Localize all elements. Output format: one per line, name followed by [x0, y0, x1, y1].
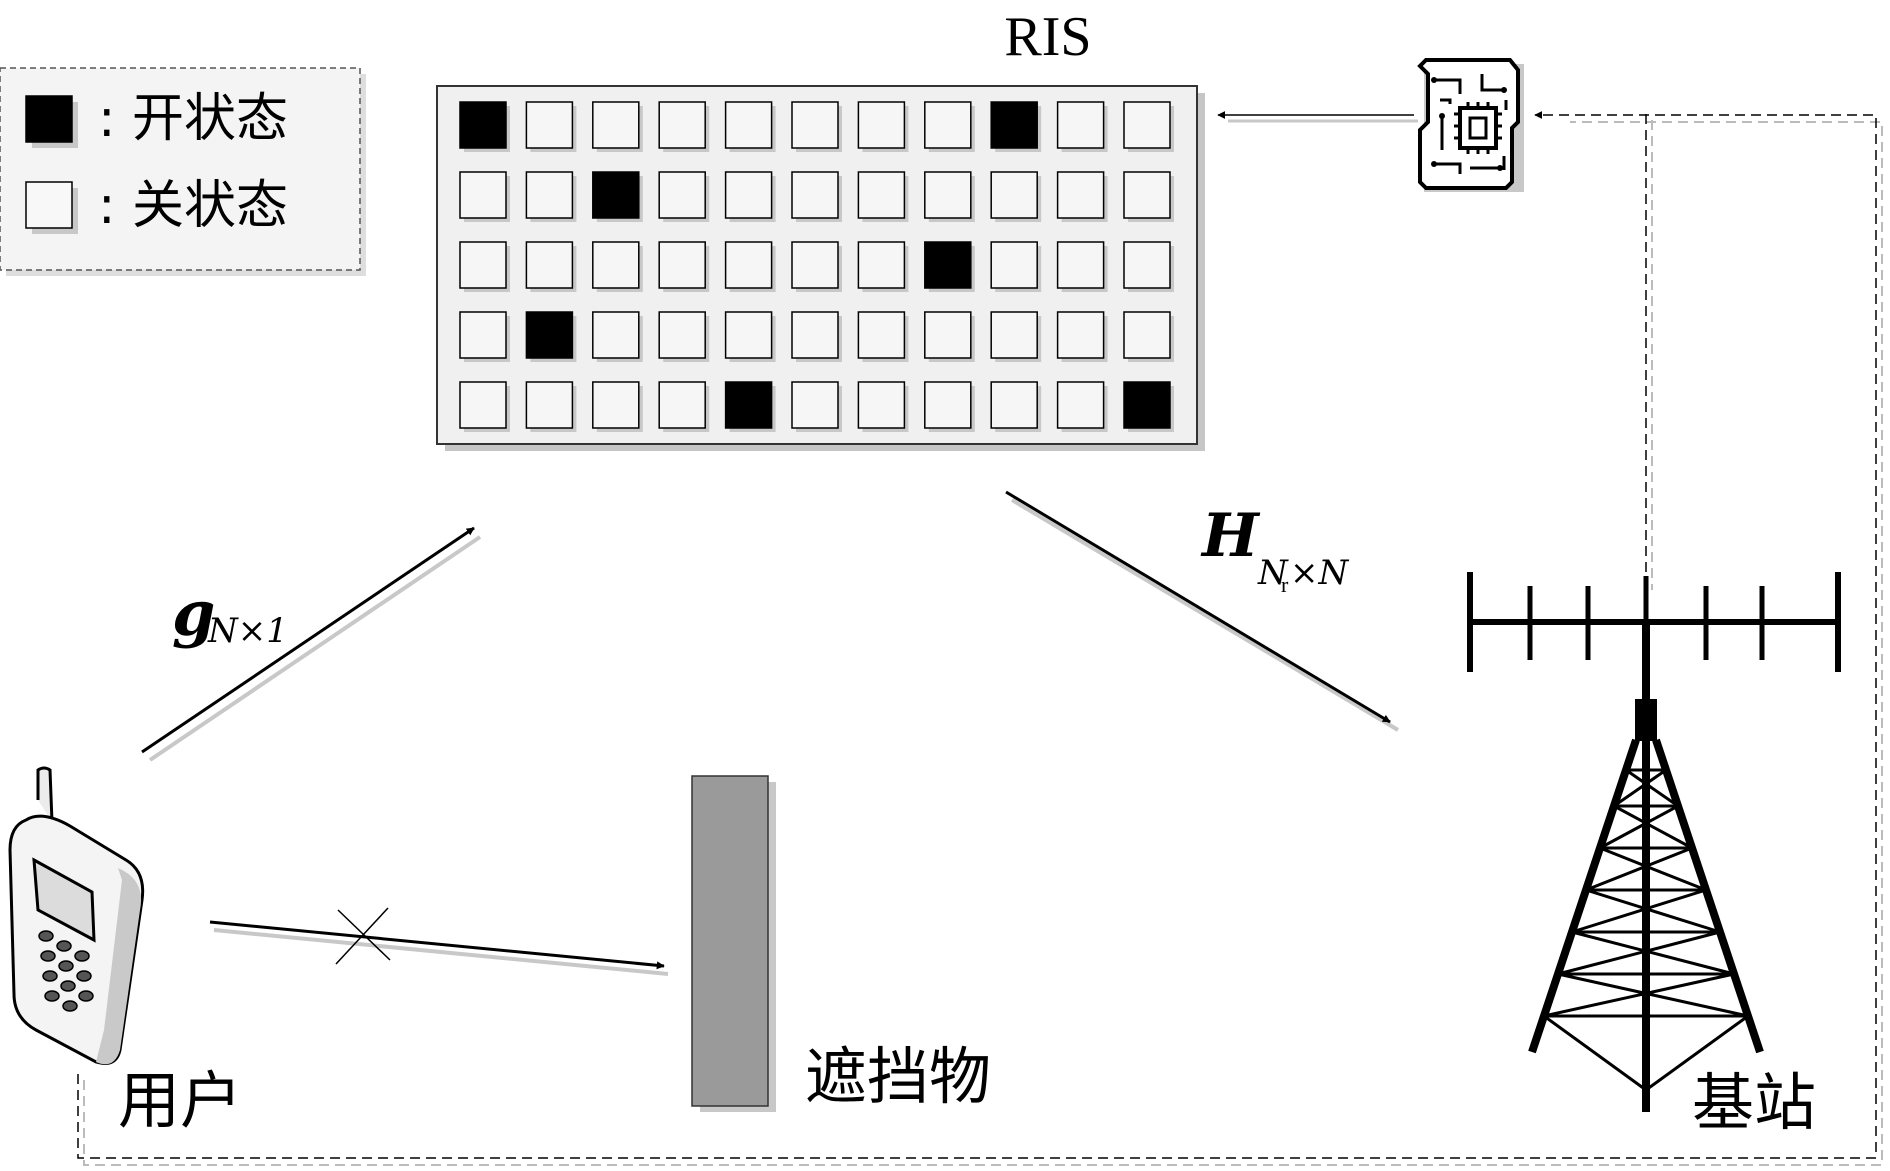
ris-element-off [459, 241, 507, 289]
ris-element-off [791, 241, 839, 289]
label-h-channel: H N r ×N [1200, 501, 1349, 597]
svg-text:N×1: N×1 [207, 611, 288, 651]
ris-element-off [990, 381, 1038, 429]
ris-element-off [791, 171, 839, 219]
ris-element-off [924, 101, 972, 149]
ris-panel: RIS [436, 6, 1205, 451]
ris-element-off [857, 311, 906, 359]
ris-element-off [990, 311, 1038, 359]
ris-element-on [990, 101, 1038, 149]
legend-on-label: : 开状态 [98, 89, 288, 149]
ris-element-on [525, 311, 574, 359]
ris-element-off [724, 171, 773, 219]
ris-element-off [924, 381, 972, 429]
legend-off-label: : 关状态 [98, 176, 288, 236]
ris-element-off [857, 171, 906, 219]
ris-element-off [459, 171, 507, 219]
control-arrow-to-ris [1217, 111, 1418, 123]
ris-element-off [592, 101, 640, 149]
ris-element-off [1056, 381, 1105, 429]
control-link-dashed [77, 111, 1883, 1166]
ris-element-off [857, 101, 906, 149]
ris-element-off [459, 311, 507, 359]
ris-element-off [658, 171, 706, 219]
legend-on-swatch [25, 95, 73, 143]
ris-element-off [592, 311, 640, 359]
ris-element-off [791, 311, 839, 359]
ris-element-off [1056, 241, 1105, 289]
ris-element-off [1123, 311, 1171, 359]
ris-element-off [525, 171, 574, 219]
svg-text:N: N [1257, 553, 1289, 593]
ris-element-off [1056, 171, 1105, 219]
legend-off-swatch [25, 181, 73, 229]
ris-element-grid [459, 101, 1174, 432]
ris-element-off [1123, 241, 1171, 289]
block-cross [337, 909, 391, 961]
ris-element-off [1056, 101, 1105, 149]
ris-element-off [592, 241, 640, 289]
svg-text:g: g [172, 577, 215, 650]
ris-element-on [459, 101, 507, 149]
ris-element-off [658, 101, 706, 149]
ris-element-off [459, 381, 507, 429]
ris-element-off [857, 381, 906, 429]
ris-element-off [658, 381, 706, 429]
ris-element-off [990, 171, 1038, 219]
ris-element-off [791, 101, 839, 149]
base-station-tower-icon [1467, 572, 1841, 1112]
link-ris-to-base-station [1005, 490, 1400, 732]
ris-element-off [924, 311, 972, 359]
obstacle: 遮挡物 [691, 775, 991, 1113]
svg-text:r: r [1281, 572, 1289, 597]
svg-text:H: H [1200, 501, 1261, 571]
ris-element-on [924, 241, 972, 289]
ris-element-off [990, 241, 1038, 289]
ris-element-off [525, 101, 574, 149]
legend: : 开状态 : 关状态 [0, 67, 366, 276]
ris-element-off [658, 241, 706, 289]
ris-element-off [1123, 101, 1171, 149]
link-user-to-obstacle-blocked [209, 907, 669, 976]
ris-element-off [924, 171, 972, 219]
svg-text:×N: ×N [1290, 553, 1349, 593]
ris-element-off [724, 241, 773, 289]
base-station-label: 基站 [1692, 1066, 1816, 1139]
ris-element-on [724, 381, 773, 429]
user-phone-icon [8, 766, 145, 1065]
ris-element-on [1123, 381, 1171, 429]
link-user-to-ris [141, 526, 482, 762]
ris-element-off [525, 381, 574, 429]
ris-controller-icon [1417, 58, 1524, 192]
user-label: 用户 [118, 1064, 242, 1137]
ris-element-off [658, 311, 706, 359]
ris-element-off [857, 241, 906, 289]
ris-title: RIS [1004, 6, 1091, 68]
ris-element-off [724, 101, 773, 149]
ris-element-off [724, 311, 773, 359]
ris-element-on [592, 171, 640, 219]
label-g-channel: g N×1 [172, 577, 288, 651]
obstacle-label: 遮挡物 [805, 1040, 991, 1113]
ris-element-off [791, 381, 839, 429]
ris-element-off [525, 241, 574, 289]
ris-element-off [1056, 311, 1105, 359]
ris-element-off [592, 381, 640, 429]
ris-element-off [1123, 171, 1171, 219]
